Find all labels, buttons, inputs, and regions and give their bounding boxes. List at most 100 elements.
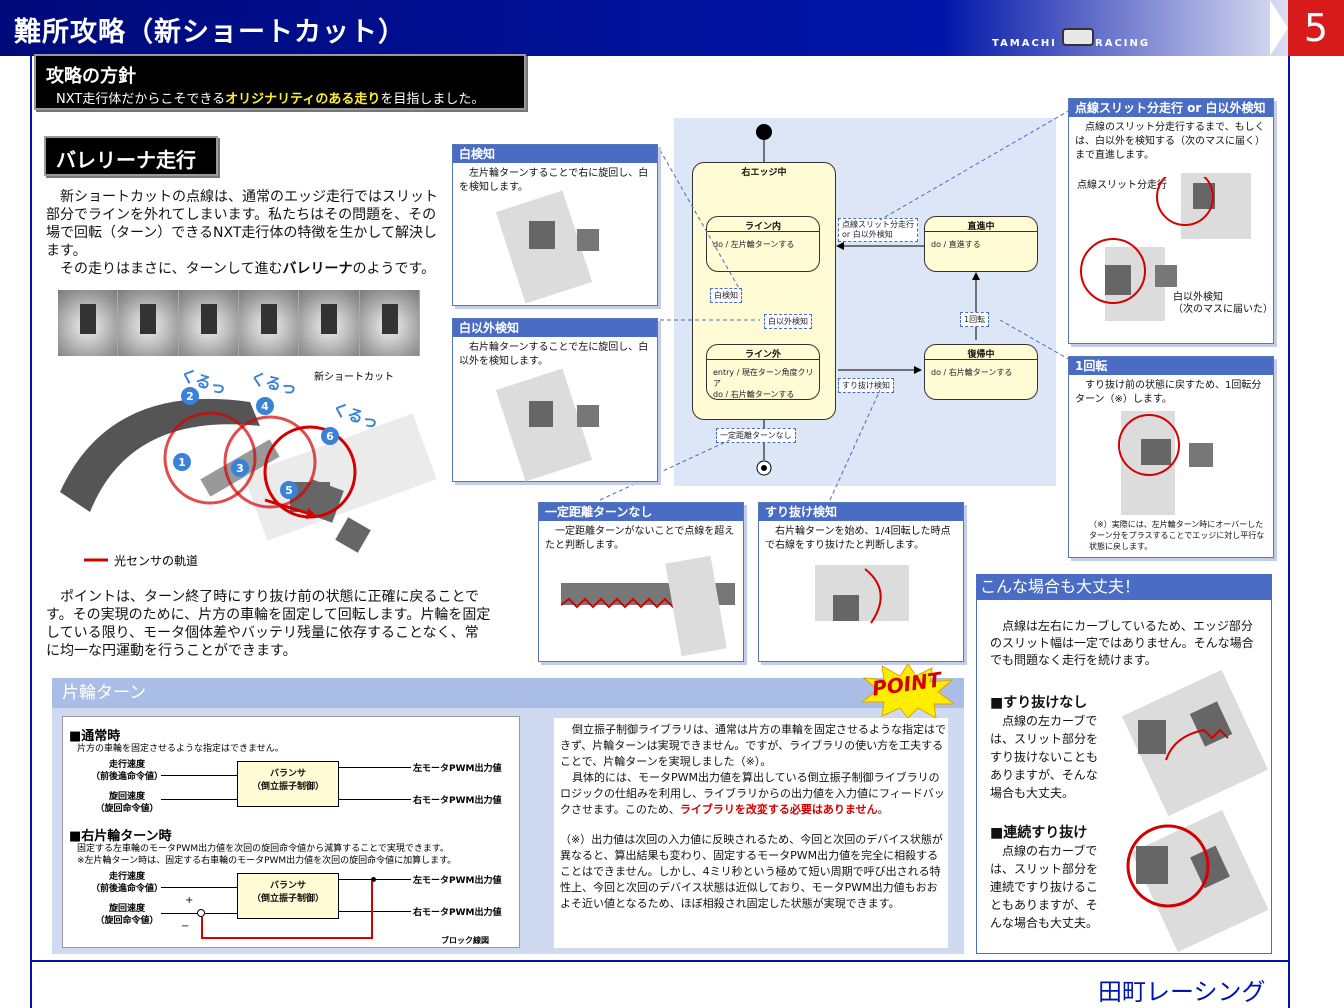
ballerina-title: バレリーナ走行 (56, 148, 196, 172)
robot-photo-strip (58, 290, 420, 356)
robot-illustration (665, 555, 727, 657)
ok-header: こんな場合も大丈夫！ (976, 574, 1272, 600)
library-note-2-text: 具体的には、モータPWM出力値を算出している倒立振子制御ライブラリのロジックの仕… (560, 771, 945, 816)
ballerina-intro: 新ショートカットの点線は、通常のエッジ走行ではスリット部分でラインを外れてしまい… (46, 188, 442, 278)
one-wheel-turn-header: 片輪ターン (52, 678, 964, 708)
panel-slit-label-c: （次のマスに届いた） (1173, 304, 1273, 315)
line-square (1189, 443, 1213, 467)
right-input-turn: 旋回速度 （旋回命令値） (87, 903, 167, 927)
block-diagram-label: ブロック線図 (441, 936, 489, 945)
state-return-name: 復帰中 (967, 350, 995, 360)
line-square (529, 401, 553, 427)
intro-2a: その走りはまさに、ターンして進む (60, 261, 283, 277)
balancer-sub: （倒立振子制御） (251, 782, 324, 792)
library-note-panel (554, 718, 948, 948)
right-in-turn: 旋回速度 (108, 904, 145, 914)
block-diagram-panel: ■通常時 片方の車輪を固定させるような指定はできません。 走行速度（前後進命令値… (62, 716, 520, 948)
policy-text-post: を目指しました。 (380, 92, 485, 107)
bottom-border (32, 960, 1288, 962)
robot-illustration (1181, 173, 1251, 239)
line-square (577, 405, 599, 427)
intro-2c: のようです。 (352, 261, 436, 277)
panel-no-turn-title: 一定距離ターンなし (539, 503, 743, 521)
library-note-2-end: 。 (877, 803, 889, 816)
branch-point (371, 877, 376, 882)
state-straight: 直進中 do / 直進する (924, 216, 1038, 272)
panel-one-rot-title: 1回転 (1069, 357, 1273, 375)
kurutt-3: くるっ (330, 399, 381, 433)
balancer-label: バランサ (269, 769, 306, 779)
step-1-marker (173, 453, 191, 471)
line-square (1193, 183, 1215, 209)
panel-slit-title: 点線スリット分走行 or 白以外検知 (1069, 99, 1273, 117)
initial-node (756, 124, 772, 140)
right-border (1288, 56, 1290, 1008)
case1-text: 点線の左カーブでは、スリット部分をすり抜けないこともありますが、そんな場合も大丈… (990, 714, 1099, 800)
panel-non-white-text: 右片輪ターンすることで左に旋回し、白以外を検知します。 (459, 342, 649, 367)
library-note: 倒立振子制御ライブラリは、通常は片方の車輪を固定させるような指定はできず、片輪タ… (560, 722, 946, 912)
right-in-speed-sub: （前後進命令値） (90, 884, 163, 894)
robot-photo (118, 290, 179, 356)
step-5-label: 5 (285, 484, 293, 497)
policy-text-pre: NXT走行体だからこそできる (56, 92, 226, 107)
balancer-sub-2: （倒立振子制御） (251, 894, 324, 904)
line-square (1155, 265, 1177, 287)
state-line-out-body1: entry / 現在ターン角度クリア (713, 368, 814, 388)
case2-text: 点線の右カーブでは、スリット部分を連続ですり抜けることもありますが、そんな場合も… (990, 844, 1099, 930)
brand-logo-icon (1062, 28, 1094, 46)
title-bar (0, 0, 1344, 56)
line-square (1105, 265, 1131, 295)
sensor-circles (1080, 177, 1214, 304)
sum-junction-icon (197, 909, 205, 917)
policy-text: NXT走行体だからこそできるオリジナリティのある走りを目指しました。 (56, 88, 484, 107)
minus-sign: − (181, 921, 190, 932)
panel-non-white-title: 白以外検知 (453, 319, 657, 337)
sensor-circle (1118, 414, 1180, 476)
line-square (529, 221, 555, 249)
final-node (761, 465, 767, 471)
shortcut-diagram: 1 2 3 4 5 6 くるっ くるっ くるっ 新ショートカット 光センサの軌道 (60, 365, 437, 568)
right-in-turn-sub: （旋回命令値） (95, 916, 159, 926)
robot-illustration (815, 565, 909, 621)
intro-2b: バレリーナ (282, 261, 353, 277)
guard-non-white: 白以外検知 (764, 314, 812, 329)
right-input-speed: 走行速度（前後進命令値） (87, 871, 167, 895)
step-3-marker (231, 459, 249, 477)
robot-photo (178, 290, 239, 356)
panel-no-turn-text: 一定距離ターンがないことで点線を超えたと判断します。 (545, 526, 735, 551)
normal-subtitle: 片方の車輪を固定させるような指定はできません。 (77, 744, 284, 754)
point-paragraph: ポイントは、ターン終了時にすり抜け前の状態に正確に戻ることです。その実現のために… (46, 589, 491, 659)
step-markers: 1 2 3 4 5 6 (173, 387, 339, 499)
balancer-block: バランサ （倒立振子制御） (237, 761, 339, 807)
brand-right: RACING (1095, 38, 1151, 49)
panel-white-text: 左片輪ターンすることで右に旋回し、白を検知します。 (459, 168, 649, 193)
step-6-marker (321, 427, 339, 445)
callout-lines (599, 109, 1071, 501)
kurutt-2: くるっ (248, 368, 299, 399)
brand-left: TAMACHI (992, 38, 1057, 49)
intro-paragraph-2: その走りはまさに、ターンして進むバレリーナのようです。 (46, 260, 442, 278)
library-note-3: （※）出力値は次回の入力値に反映されるため、今回と次回のデバイス状態が異なると、… (560, 833, 943, 910)
intro-paragraph-1: 新ショートカットの点線は、通常のエッジ走行ではスリット部分でラインを外れてしまい… (46, 189, 438, 259)
balancer-label-2: バランサ (269, 881, 306, 891)
line-square (1141, 439, 1171, 465)
robot-photo (238, 290, 300, 356)
state-line-out-name: ライン外 (744, 350, 781, 360)
page-number: 5 (1288, 0, 1344, 56)
point-burst-icon (862, 664, 954, 718)
state-straight-name: 直進中 (967, 222, 995, 232)
library-note-2: 具体的には、モータPWM出力値を算出している倒立振子制御ライブラリのロジックの仕… (560, 770, 946, 818)
line-curve (60, 398, 260, 512)
guard-slit-2: or 白以外検知 (842, 230, 893, 239)
diagram-caption: 新ショートカット (314, 370, 394, 383)
right-out-left: 左モータPWM出力値 (413, 876, 502, 886)
step-5-marker (280, 481, 298, 499)
line-square (1138, 720, 1166, 754)
panel-slit-label-b: 白以外検知 (1173, 292, 1223, 303)
normal-in-speed-sub: （前後進命令値） (90, 772, 163, 782)
header-arrow-icon (1270, 0, 1288, 56)
robot-photo (58, 290, 119, 356)
step-3-label: 3 (236, 462, 244, 475)
